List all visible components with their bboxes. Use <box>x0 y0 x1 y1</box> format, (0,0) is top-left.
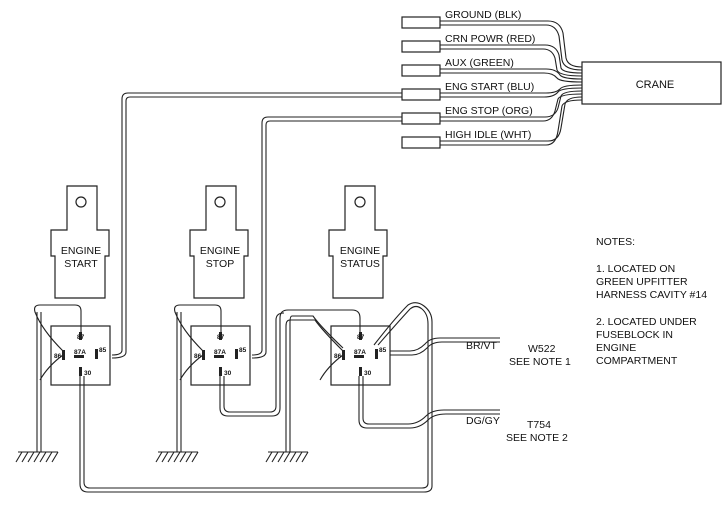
pin-87a: 87A <box>214 349 226 356</box>
pin-86: 86 <box>334 353 342 360</box>
relay-label-line2: STATUS <box>340 258 380 270</box>
relay-label-line1: ENGINE <box>61 245 101 257</box>
harness-label-ground: GROUND (BLK) <box>445 9 521 21</box>
connector-circuit-t754: T754 <box>527 419 551 431</box>
pin-87a: 87A <box>354 349 366 356</box>
harness-label-crn-powr: CRN POWR (RED) <box>445 33 535 45</box>
harness-wires <box>440 20 583 146</box>
connector-color-brvt: BR/VT <box>466 340 498 352</box>
note-2-line-1: 2. LOCATED UNDER <box>596 316 697 328</box>
crane-box <box>581 61 722 105</box>
pin-85: 85 <box>99 347 107 354</box>
note-2-line-4: COMPARTMENT <box>596 355 678 367</box>
note-2-line-2: FUSEBLOCK IN <box>596 329 673 341</box>
connector-labels: BR/VT W522 SEE NOTE 1 DG/GY T754 SEE NOT… <box>466 340 571 444</box>
pin-30: 30 <box>84 370 92 377</box>
pin-30: 30 <box>224 370 232 377</box>
connector-color-dggy: DG/GY <box>466 415 500 427</box>
notes-block: NOTES: 1. LOCATED ON GREEN UPFITTER HARN… <box>596 236 707 367</box>
relay-mount-hole <box>354 196 366 208</box>
pin-87: 87 <box>77 334 85 341</box>
relay-label-line2: STOP <box>206 258 234 270</box>
relay-engine-status: ENGINE STATUS <box>328 185 388 299</box>
ground-icon <box>265 451 309 463</box>
relay-mount-hole <box>75 196 87 208</box>
ground-symbols <box>15 451 309 463</box>
notes-title: NOTES: <box>596 236 635 248</box>
pin-87: 87 <box>217 334 225 341</box>
relay-label-line2: START <box>64 258 98 270</box>
pin-86: 86 <box>54 353 62 360</box>
harness-label-high-idle: HIGH IDLE (WHT) <box>445 129 531 141</box>
relay-engine-stop: ENGINE STOP <box>189 185 249 299</box>
harness-connectors <box>401 16 441 149</box>
note-1-line-1: 1. LOCATED ON <box>596 263 675 275</box>
pin-86: 86 <box>194 353 202 360</box>
relay-label-line1: ENGINE <box>340 245 380 257</box>
harness-labels: GROUND (BLK) CRN POWR (RED) AUX (GREEN) … <box>445 9 535 141</box>
connector-note-2: SEE NOTE 2 <box>506 432 568 444</box>
relay-engine-start: ENGINE START <box>50 185 110 299</box>
harness-connector-crn-powr <box>401 40 441 53</box>
pin-30: 30 <box>364 370 372 377</box>
harness-label-eng-start: ENG START (BLU) <box>445 81 534 93</box>
socket-engine-status: 87 86 87A 85 30 <box>330 325 391 386</box>
note-1-line-3: HARNESS CAVITY #14 <box>596 289 707 301</box>
note-1-line-2: GREEN UPFITTER <box>596 276 688 288</box>
connector-note-1: SEE NOTE 1 <box>509 356 571 368</box>
relay-wiring <box>34 92 500 493</box>
connector-circuit-w522: W522 <box>528 343 556 355</box>
harness-connector-high-idle <box>401 136 441 149</box>
harness-connector-eng-start <box>401 88 441 101</box>
crane-label: CRANE <box>636 79 675 91</box>
pin-87a: 87A <box>74 349 86 356</box>
pin-85: 85 <box>239 347 247 354</box>
harness-connector-eng-stop <box>401 112 441 125</box>
relay-mount-hole <box>214 196 226 208</box>
harness-label-aux: AUX (GREEN) <box>445 57 514 69</box>
harness-label-eng-stop: ENG STOP (ORG) <box>445 105 533 117</box>
pin-87: 87 <box>357 334 365 341</box>
relay-label-line1: ENGINE <box>200 245 240 257</box>
harness-connector-ground <box>401 16 441 29</box>
pin-85: 85 <box>379 347 387 354</box>
note-2-line-3: ENGINE <box>596 342 636 354</box>
harness-connector-aux <box>401 64 441 77</box>
ground-icon <box>15 451 59 463</box>
ground-icon <box>155 451 199 463</box>
